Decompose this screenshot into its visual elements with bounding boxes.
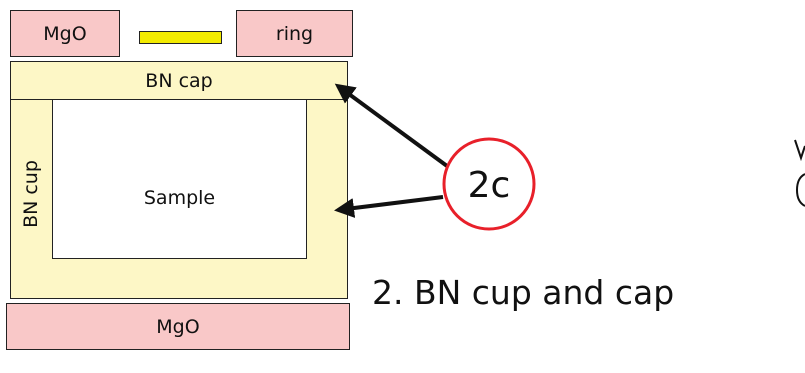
caption: 2. BN cup and cap (372, 272, 675, 312)
mgo-top-label: MgO (43, 22, 87, 45)
callout-circle (442, 137, 536, 231)
sample-label: Sample (143, 187, 216, 209)
mgo-bottom-label: MgO (156, 315, 200, 338)
sample-cavity (52, 99, 307, 259)
bn-cap-label: BN cap (145, 69, 213, 92)
ring-block (236, 10, 353, 57)
mgo-top-block (10, 10, 120, 57)
heater-strip (139, 31, 222, 44)
arrow-to-bn-cap (334, 83, 449, 168)
arrow-to-bn-cup (334, 195, 444, 218)
mgo-bottom-block (6, 303, 350, 350)
callout-label: 2c (467, 164, 511, 206)
ring-label: ring (275, 22, 314, 45)
